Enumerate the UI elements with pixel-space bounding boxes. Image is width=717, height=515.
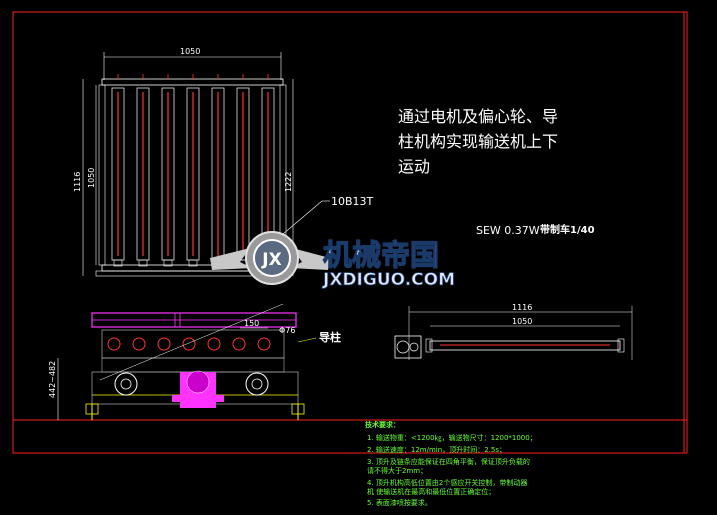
dim-height-inner: 1050 — [87, 168, 96, 188]
notes-line-3: 3. 顶升及链条应能保证在四角平衡，保证顶升负载的 — [367, 457, 530, 466]
dim-angle-small: Φ76 — [279, 326, 295, 335]
notes-title: 技术要求： — [365, 420, 400, 429]
leader-10b13t — [282, 200, 323, 235]
roller-5 — [211, 74, 225, 267]
notes-line-5: 4. 顶升机构高低位置由2个感应开关控制，带制动器 — [367, 478, 527, 487]
dim-side-inner: 1050 — [512, 317, 532, 326]
label-guide-post: 导柱 — [319, 330, 341, 344]
drawing-border — [12, 11, 688, 454]
label-10b13t: 10B13T — [331, 195, 374, 208]
watermark-logo: JX 机械帝国 JXDIGUO.COM — [210, 231, 455, 290]
caption-line-3: 运动 — [398, 157, 431, 176]
side-roller-2 — [132, 337, 146, 351]
roller-2 — [136, 74, 150, 267]
side-roller-1 — [107, 337, 121, 351]
notes-line-1: 1. 输送物重：<1200㎏，输送物尺寸：1200*1000； — [367, 433, 537, 443]
dim-height-outer: 1116 — [73, 172, 82, 192]
label-motor: SEW 0.37W — [476, 224, 540, 237]
notes-line-2: 2. 输送速度：12m/min，顶升时间：2.5s； — [367, 445, 506, 454]
mechanism-caption: 通过电机及偏心轮、导 柱机构实现输送机上下 运动 — [398, 104, 608, 179]
watermark-name: 机械帝国 — [323, 238, 439, 272]
side-roller-6 — [232, 337, 246, 351]
rollers — [111, 74, 275, 267]
roller-side-view: 1116 1050 — [394, 303, 633, 360]
roller-6 — [236, 74, 250, 267]
roller-1 — [111, 74, 125, 267]
dim-height-right: 1222 — [284, 172, 293, 192]
leader-guide-post — [297, 337, 317, 343]
side-rollers — [107, 337, 271, 351]
notes-line-4: 请不得大于2mm； — [367, 466, 427, 475]
lift-mechanism-side-view: 442~482 150 Φ76 — [48, 303, 305, 420]
side-roller-4 — [182, 337, 196, 351]
dim-offset-150: 150 — [244, 319, 259, 328]
dim-lift-range: 442~482 — [48, 361, 57, 398]
roller-4 — [186, 74, 200, 267]
roller-frame-front-view: 1050 1116 1050 1222 — [73, 47, 294, 277]
technical-requirements: 技术要求： 1. 输送物重：<1200㎏，输送物尺寸：1200*1000； 2.… — [365, 420, 537, 507]
dim-side-outer: 1116 — [512, 303, 532, 312]
watermark-url: JXDIGUO.COM — [322, 270, 455, 290]
side-roller-5 — [207, 337, 221, 351]
roller-3 — [161, 74, 175, 267]
notes-line-7: 5. 表面漆喷按要求。 — [367, 498, 432, 507]
watermark-emblem: JX — [261, 250, 281, 270]
notes-line-6: 机 使输送机在最高和最低位置正确定位； — [367, 487, 495, 496]
caption-line-1: 通过电机及偏心轮、导 — [398, 107, 559, 126]
side-roller-7 — [257, 337, 271, 351]
dim-top-width: 1050 — [180, 47, 200, 56]
caption-line-2: 柱机构实现输送机上下 — [398, 132, 559, 151]
label-reducer: 带制车1/40 — [540, 223, 595, 236]
side-roller-3 — [157, 337, 171, 351]
